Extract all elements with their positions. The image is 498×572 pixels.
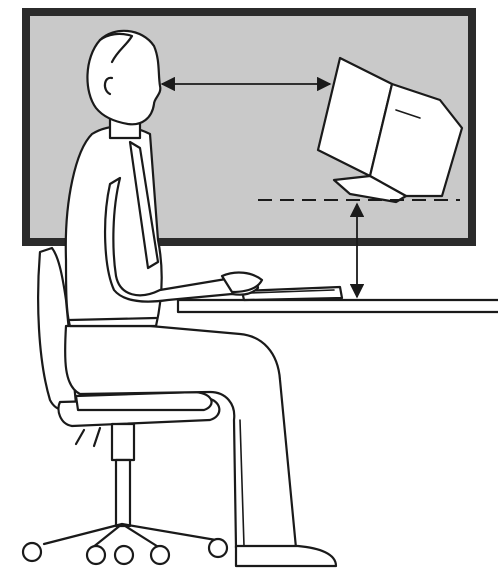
desk xyxy=(178,300,498,312)
